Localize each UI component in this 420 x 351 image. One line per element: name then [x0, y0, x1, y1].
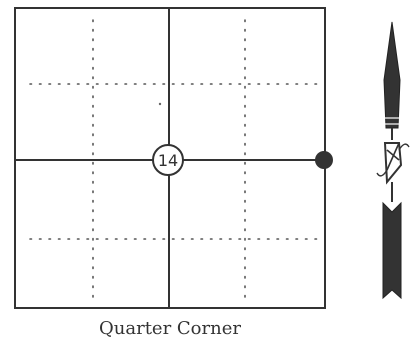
quarter-corner-marker [315, 151, 333, 169]
section-number-circle [152, 144, 184, 176]
section-number: 14 [158, 151, 178, 170]
caption-quarter-corner: Quarter Corner [99, 318, 241, 339]
quarter-quarter-lines [29, 19, 319, 301]
north-arrow-icon [376, 21, 410, 300]
stray-dot [158, 102, 162, 106]
